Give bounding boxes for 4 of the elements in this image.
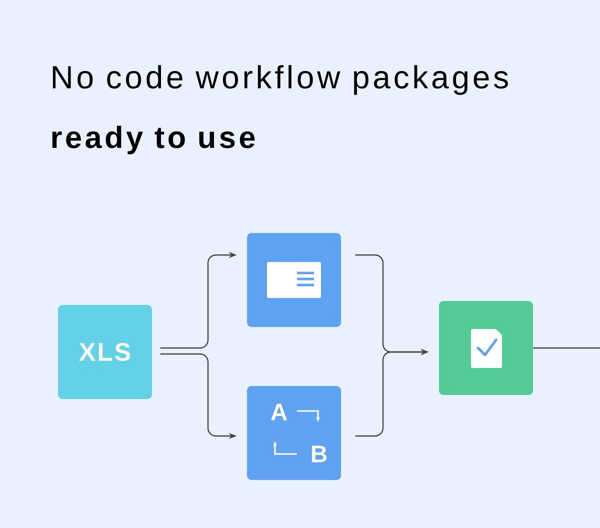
title: No code workflow packages [52,65,508,95]
process-box: XLS [58,305,152,399]
process-box: A B [247,386,341,480]
subtitle: ready to use [52,126,255,154]
